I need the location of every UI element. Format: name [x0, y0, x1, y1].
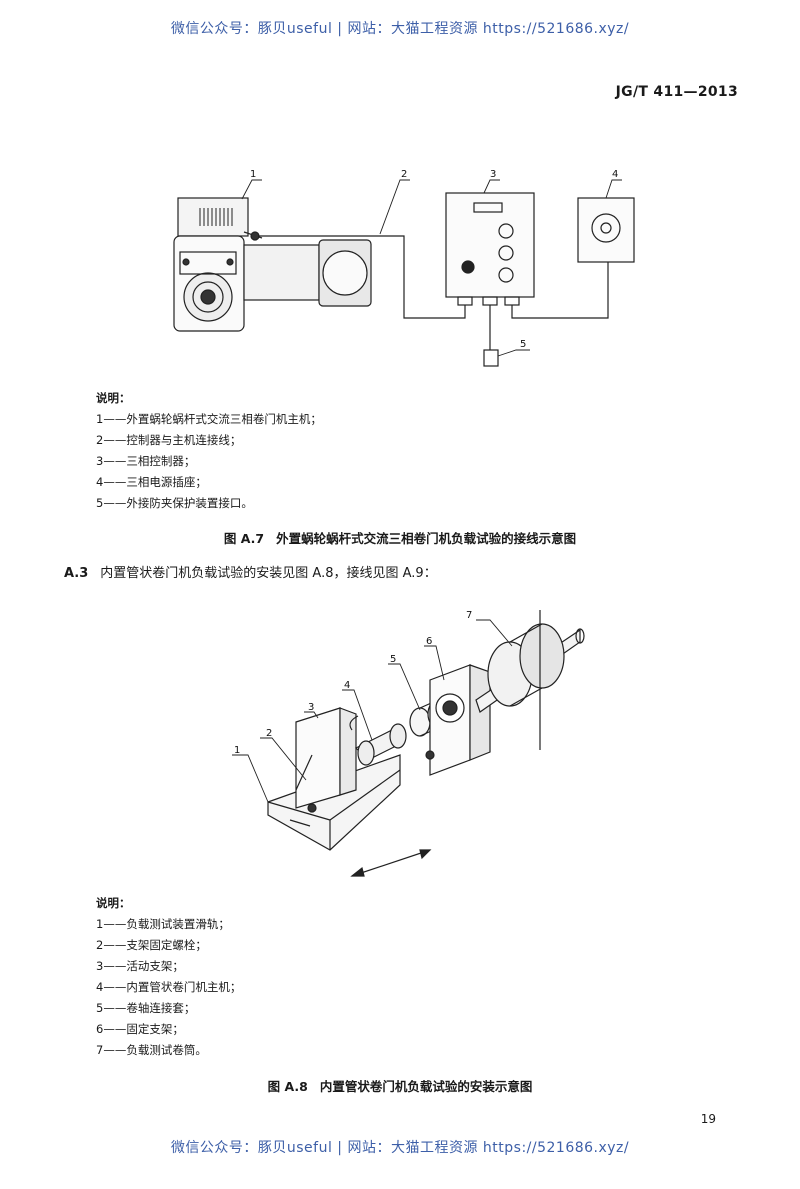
callout-a8-3: 3: [308, 702, 314, 713]
legend-a7-item: 2——控制器与主机连接线；: [96, 433, 242, 447]
legend-a7-item: 4——三相电源插座；: [96, 475, 207, 489]
clause-a3-text: 内置管状卷门机负载试验的安装见图 A.8，接线见图 A.9：: [100, 566, 437, 581]
clause-a3-number: A.3: [64, 566, 89, 581]
motor-unit: [173, 197, 372, 332]
leader-lines-a7: [241, 179, 622, 357]
callout-a7-1: 1: [250, 169, 256, 180]
power-socket: [577, 197, 635, 263]
standard-code: JG/T 411—2013: [615, 84, 738, 100]
controller-box: [445, 192, 535, 306]
slide-rail: [267, 754, 401, 851]
figure-a8-drawing: 1 2 3 4 5 6 7: [232, 610, 585, 877]
legend-a8-item: 3——活动支架；: [96, 959, 184, 973]
caption-a7: 图 A.7 外置蜗轮蜗杆式交流三相卷门机负载试验的接线示意图: [0, 528, 800, 547]
leader-lines-a8: [232, 619, 513, 803]
callout-a8-5: 5: [390, 654, 396, 665]
legend-a8-item: 4——内置管状卷门机主机；: [96, 980, 242, 994]
callout-a8-2: 2: [266, 728, 272, 739]
caption-a8-text: 内置管状卷门机负载试验的安装示意图: [319, 1079, 533, 1094]
legend-a8-item: 1——负载测试装置滑轨；: [96, 917, 230, 931]
callout-a8-7: 7: [466, 610, 472, 621]
watermark-bottom: 微信公众号：豚贝useful | 网站：大猫工程资源 https://52168…: [170, 1140, 630, 1156]
legend-a8-item: 5——卷轴连接套；: [96, 1001, 196, 1015]
direction-arrow: [350, 849, 432, 877]
clause-a3: A.3 内置管状卷门机负载试验的安装见图 A.8，接线见图 A.9：: [64, 562, 437, 581]
legend-a8: 说明： 1——负载测试装置滑轨； 2——支架固定螺栓； 3——活动支架； 4——…: [96, 893, 241, 1061]
caption-a7-text: 外置蜗轮蜗杆式交流三相卷门机负载试验的接线示意图: [276, 531, 577, 546]
legend-a7-item: 3——三相控制器；: [96, 454, 196, 468]
legend-a8-item: 7——负载测试卷筒。: [96, 1043, 207, 1057]
caption-a8: 图 A.8 内置管状卷门机负载试验的安装示意图: [0, 1076, 800, 1095]
callout-a8-1: 1: [234, 745, 240, 756]
legend-a8-item: 2——支架固定螺栓；: [96, 938, 207, 952]
legend-a8-item: 6——固定支架；: [96, 1022, 184, 1036]
callout-a7-3: 3: [490, 169, 496, 180]
legend-a7-title: 说明：: [96, 391, 131, 405]
callout-a7-2: 2: [401, 169, 407, 180]
callout-a7-4: 4: [612, 169, 618, 180]
fixed-bracket: [425, 664, 491, 776]
legend-a7-item: 1——外置蜗轮蜗杆式交流三相卷门机主机；: [96, 412, 322, 426]
legend-a7-item: 5——外接防夹保护装置接口。: [96, 496, 253, 510]
caption-a8-label: 图 A.8: [267, 1079, 308, 1094]
wiring: [258, 235, 609, 350]
protection-interface: [483, 349, 499, 367]
legend-a7: 说明： 1——外置蜗轮蜗杆式交流三相卷门机主机； 2——控制器与主机连接线； 3…: [96, 388, 322, 514]
callout-a8-6: 6: [426, 636, 432, 647]
watermark-top: 微信公众号：豚贝useful | 网站：大猫工程资源 https://52168…: [170, 21, 630, 37]
callout-a7-5: 5: [520, 339, 526, 350]
page-number: 19: [700, 1112, 716, 1126]
figure-a7-drawing: 1 2 3 4 5: [173, 169, 635, 367]
legend-a8-title: 说明：: [96, 896, 131, 910]
caption-a7-label: 图 A.7: [223, 531, 265, 546]
load-drum: [475, 610, 585, 750]
callout-a8-4: 4: [344, 680, 350, 691]
tubular-motor: [349, 715, 407, 766]
